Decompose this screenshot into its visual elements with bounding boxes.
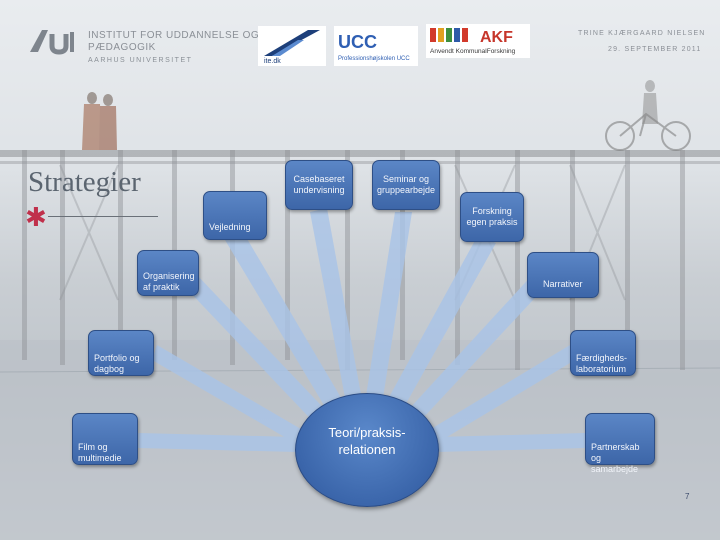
node-vejledning: Vejledning (203, 191, 267, 240)
arrow-film (138, 433, 296, 452)
arrow-portfolio (152, 345, 306, 446)
asterisk-icon: ✱ (25, 203, 47, 233)
ucc-text: UCC (338, 32, 377, 52)
institution-line-1: INSTITUT FOR UDDANNELSE OG (88, 30, 260, 41)
ucc-logo: UCC Professionshøjskolen UCC (334, 26, 418, 66)
presentation-date: 29. SEPTEMBER 2011 (608, 46, 702, 53)
node-partnerskab-label: Partnerskab og samarbejde (591, 442, 640, 474)
node-casebaseret-undervisning: Casebaseret undervisning (285, 160, 353, 210)
node-vejledning-label: Vejledning (209, 222, 251, 232)
node-faerdighedslaboratorium: Færdigheds- laboratorium (570, 330, 636, 376)
node-partnerskab-samarbejde: Partnerskab og samarbejde (585, 413, 655, 474)
arrow-organisering (185, 275, 335, 431)
author-name: TRINE KJÆRGAARD NIELSEN (578, 30, 706, 37)
node-portfolio-label: Portfolio og dagbog (94, 353, 140, 374)
node-organisering-praktik: Organisering af praktik (137, 250, 199, 296)
center-node-teori-praksis: Teori/praksis- relationen (295, 393, 439, 507)
arrow-vejledning (225, 232, 356, 432)
node-seminar-label: Seminar og gruppearbejde (376, 174, 436, 195)
arrow-seminar (366, 212, 412, 398)
node-forskning-egen-praksis: Forskning egen praksis (460, 192, 524, 242)
node-faerdighed-label: Færdigheds- laboratorium (576, 353, 628, 374)
node-organisering-label: Organisering af praktik (143, 271, 195, 292)
center-node-label: Teori/praksis- relationen (328, 425, 406, 457)
itedk-text: ite.dk (264, 58, 281, 65)
arrow-faerdighed (426, 345, 575, 446)
akf-subtitle: Anvendt KommunalForskning (430, 48, 516, 55)
node-narrativer-label: Narrativer (543, 279, 583, 289)
arrow-casebaseret (310, 208, 362, 403)
institution-line-2: PÆDAGOGIK (88, 42, 156, 53)
arrow-narrativer (398, 272, 547, 432)
node-casebaseret-label: Casebaseret undervisning (293, 174, 345, 195)
node-narrativer: Narrativer (527, 252, 599, 298)
akf-text: AKF (480, 29, 513, 46)
node-portfolio-dagbog: Portfolio og dagbog (88, 330, 154, 376)
aarhus-university-logo (30, 30, 74, 55)
slide-title: Strategier (28, 166, 141, 198)
node-seminar-gruppearbejde: Seminar og gruppearbejde (372, 160, 440, 210)
university-name: AARHUS UNIVERSITET (88, 57, 193, 64)
arrow-forskning (382, 235, 496, 418)
akf-logo: AKF Anvendt KommunalForskning (426, 24, 530, 58)
itedk-logo: ite.dk (258, 26, 326, 66)
ucc-subtitle: Professionshøjskolen UCC (338, 56, 410, 62)
node-film-multimedie: Film og multimedie (72, 413, 138, 465)
page-number: 7 (685, 492, 690, 501)
institution-name: INSTITUT FOR UDDANNELSE OG PÆDAGOGIK (88, 30, 259, 54)
arrow-partnerskab (437, 433, 585, 452)
title-underline (48, 216, 158, 217)
node-film-label: Film og multimedie (78, 442, 122, 463)
node-forskning-label: Forskning egen praksis (466, 206, 518, 227)
